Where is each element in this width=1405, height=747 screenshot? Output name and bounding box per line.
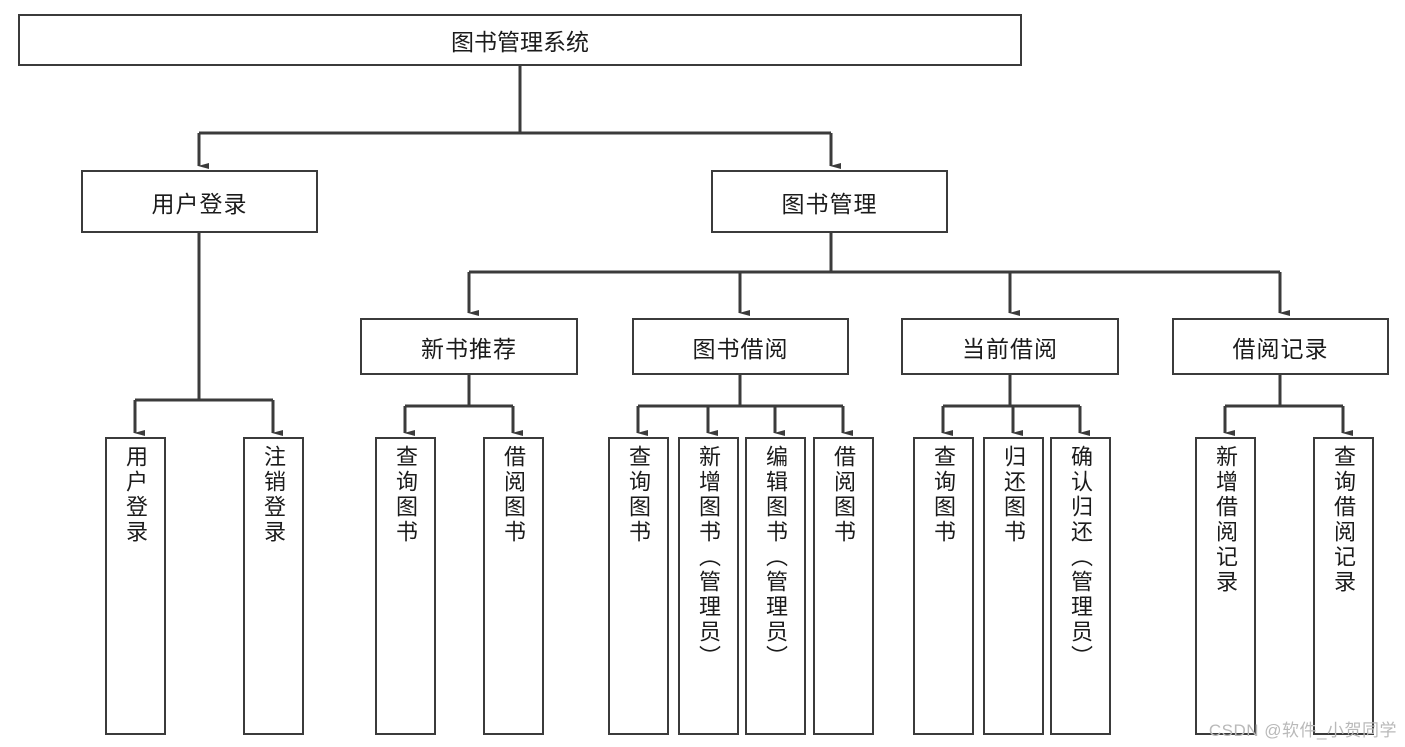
leaf-confirm-return-admin-label: 确认归还（管理员）: [1068, 445, 1094, 670]
node-borrow-record[interactable]: 借阅记录: [1172, 318, 1389, 375]
node-user-login-label: 用户登录: [151, 190, 248, 217]
leaf-user-logout-label: 注销登录: [261, 445, 287, 545]
node-root-label: 图书管理系统: [451, 29, 589, 55]
node-book-management-label: 图书管理: [781, 190, 878, 217]
leaf-query-book-recommend[interactable]: 查询图书: [375, 437, 436, 735]
node-user-login[interactable]: 用户登录: [81, 170, 318, 233]
leaf-query-book-recommend-label: 查询图书: [393, 445, 419, 545]
leaf-add-book-admin-label: 新增图书（管理员）: [696, 445, 722, 670]
node-book-borrow-label: 图书借阅: [692, 335, 789, 362]
node-new-book-recommend[interactable]: 新书推荐: [360, 318, 578, 375]
leaf-edit-book-admin-label: 编辑图书（管理员）: [763, 445, 789, 670]
leaf-borrow-book-recommend[interactable]: 借阅图书: [483, 437, 544, 735]
watermark-text: CSDN @软件_小贺同学: [1208, 721, 1397, 740]
node-current-borrow[interactable]: 当前借阅: [901, 318, 1119, 375]
node-book-borrow[interactable]: 图书借阅: [632, 318, 849, 375]
node-new-book-recommend-label: 新书推荐: [421, 335, 517, 362]
leaf-add-book-admin[interactable]: 新增图书（管理员）: [678, 437, 739, 735]
leaf-add-borrow-record[interactable]: 新增借阅记录: [1195, 437, 1256, 735]
leaf-return-book-label: 归还图书: [1001, 445, 1027, 545]
leaf-query-book-current[interactable]: 查询图书: [913, 437, 974, 735]
leaf-confirm-return-admin[interactable]: 确认归还（管理员）: [1050, 437, 1111, 735]
leaf-query-borrow-record-label: 查询借阅记录: [1331, 445, 1357, 595]
leaf-query-book-borrow-label: 查询图书: [626, 445, 652, 545]
node-root[interactable]: 图书管理系统: [18, 14, 1022, 66]
leaf-return-book[interactable]: 归还图书: [983, 437, 1044, 735]
leaf-edit-book-admin[interactable]: 编辑图书（管理员）: [745, 437, 806, 735]
leaf-user-login-label: 用户登录: [123, 445, 149, 545]
leaf-borrow-book[interactable]: 借阅图书: [813, 437, 874, 735]
leaf-query-book-current-label: 查询图书: [931, 445, 957, 545]
node-book-management[interactable]: 图书管理: [711, 170, 948, 233]
leaf-add-borrow-record-label: 新增借阅记录: [1213, 445, 1239, 595]
node-current-borrow-label: 当前借阅: [962, 335, 1058, 362]
leaf-query-borrow-record[interactable]: 查询借阅记录: [1313, 437, 1374, 735]
leaf-user-logout[interactable]: 注销登录: [243, 437, 304, 735]
leaf-borrow-book-label: 借阅图书: [831, 445, 857, 545]
leaf-user-login[interactable]: 用户登录: [105, 437, 166, 735]
node-borrow-record-label: 借阅记录: [1232, 335, 1329, 362]
leaf-query-book-borrow[interactable]: 查询图书: [608, 437, 669, 735]
leaf-borrow-book-recommend-label: 借阅图书: [501, 445, 527, 545]
